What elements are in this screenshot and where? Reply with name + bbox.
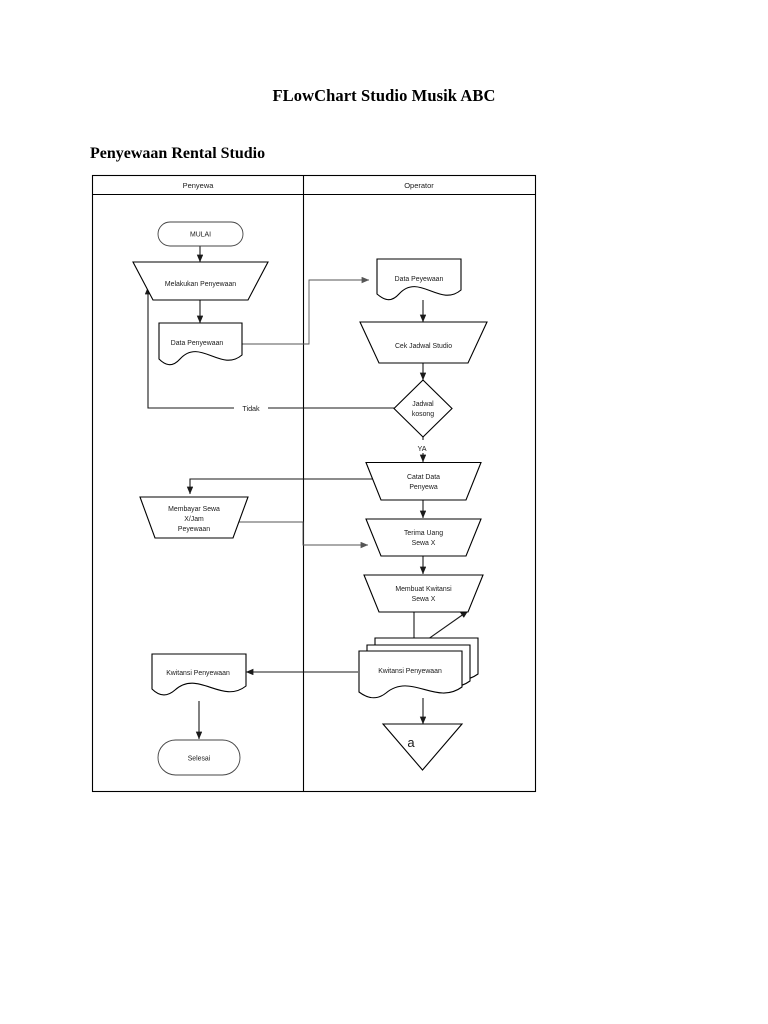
node-membayar-sewa-label-line2: X/Jam (184, 516, 204, 523)
node-cek-jadwal-studio-label: Cek Jadwal Studio (395, 343, 452, 350)
node-mulai-label: MULAI (190, 232, 211, 239)
node-membuat-kwitansi-label-line1: Membuat Kwitansi (395, 586, 452, 593)
node-data-peyewaan-right-label: Data Peyewaan (395, 276, 444, 283)
node-connector-a-label: a (407, 735, 415, 750)
node-jadwal-kosong-decision[interactable]: Jadwal kosong (393, 379, 453, 438)
node-kwitansi-penyewaan-left[interactable]: Kwitansi Penyewaan (151, 653, 247, 696)
edge-label-ya: YA (417, 444, 426, 453)
node-selesai-label: Selesai (188, 756, 211, 763)
node-melakukan-penyewaan-label: Melakukan Penyewaan (165, 281, 236, 288)
page-title: FLowChart Studio Musik ABC (272, 86, 496, 105)
node-terima-uang[interactable]: Terima Uang Sewa X (365, 518, 482, 557)
node-melakukan-penyewaan[interactable]: Melakukan Penyewaan (132, 261, 269, 301)
edge-data-penyewaan-to-data-peyewaan (242, 276, 370, 345)
lane-label-penyewa: Penyewa (183, 181, 215, 190)
node-data-peyewaan-right[interactable]: Data Peyewaan (376, 258, 462, 301)
node-kwitansi-penyewaan-right[interactable]: Kwitansi Penyewaan (358, 637, 479, 699)
edge-label-tidak-backdrop (234, 401, 268, 414)
lane-header-operator: Operator (404, 181, 434, 190)
node-membuat-kwitansi-label-line2: Sewa X (412, 596, 436, 603)
node-data-penyewaan-left-label: Data Penyewaan (171, 340, 224, 347)
node-catat-data-penyewa-label-line2: Penyewa (409, 484, 438, 491)
node-mulai[interactable]: MULAI (157, 221, 244, 247)
swimlane-frame (91, 174, 537, 793)
node-jadwal-kosong-label-line2: kosong (412, 411, 434, 418)
lane-label-operator: Operator (404, 181, 434, 190)
edge-decision-tidak-loopback (144, 286, 394, 409)
edge-catat-to-membayar (186, 478, 374, 495)
node-kwitansi-penyewaan-right-label: Kwitansi Penyewaan (378, 668, 442, 675)
edge-label-ya-backdrop (410, 440, 434, 453)
node-kwitansi-penyewaan-left-label: Kwitansi Penyewaan (166, 670, 230, 677)
node-terima-uang-label-line2: Sewa X (412, 540, 436, 547)
section-heading: Penyewaan Rental Studio (90, 145, 266, 162)
lane-header-penyewa: Penyewa (183, 181, 215, 190)
edge-label-tidak: Tidak (242, 404, 260, 413)
node-membayar-sewa[interactable]: Membayar Sewa X/Jam Peyewaan (139, 496, 249, 539)
node-membayar-sewa-label-line3: Peyewaan (178, 526, 210, 533)
node-data-penyewaan-left[interactable]: Data Penyewaan (158, 322, 243, 366)
edge-membayar-to-terima-uang (233, 521, 369, 549)
node-jadwal-kosong-label-line1: Jadwal (412, 401, 434, 408)
node-terima-uang-label-line1: Terima Uang (404, 530, 443, 537)
node-selesai[interactable]: Selesai (157, 739, 241, 776)
node-connector-a[interactable]: a (381, 723, 464, 771)
node-membuat-kwitansi[interactable]: Membuat Kwitansi Sewa X (363, 574, 484, 613)
node-cek-jadwal-studio[interactable]: Cek Jadwal Studio (359, 321, 488, 364)
node-catat-data-penyewa-label-line1: Catat Data (407, 474, 440, 481)
node-catat-data-penyewa[interactable]: Catat Data Penyewa (365, 461, 482, 501)
node-membayar-sewa-label-line1: Membayar Sewa (168, 506, 220, 513)
